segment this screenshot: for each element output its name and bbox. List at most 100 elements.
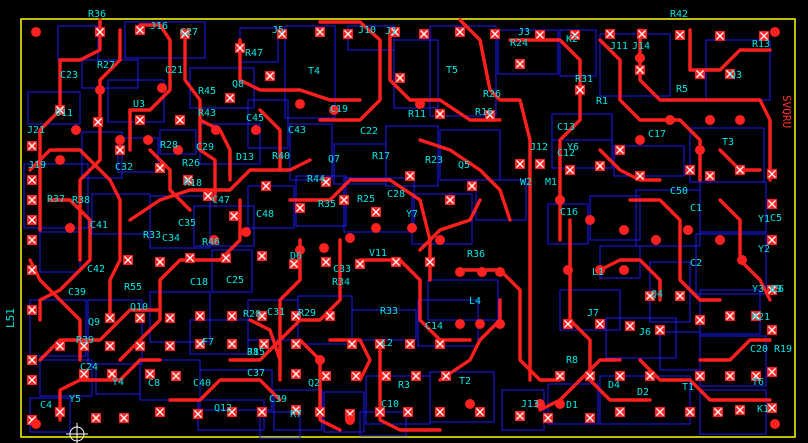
smd-pad[interactable] xyxy=(165,341,175,351)
smd-pad[interactable] xyxy=(27,235,37,245)
smd-pad[interactable] xyxy=(229,211,239,221)
via-pad[interactable] xyxy=(705,115,715,125)
via-pad[interactable] xyxy=(715,235,725,245)
via-pad[interactable] xyxy=(211,125,221,135)
smd-pad[interactable] xyxy=(95,27,105,37)
smd-pad[interactable] xyxy=(27,215,37,225)
smd-pad[interactable] xyxy=(195,339,205,349)
via-pad[interactable] xyxy=(619,225,629,235)
smd-pad[interactable] xyxy=(375,407,385,417)
smd-pad[interactable] xyxy=(725,371,735,381)
smd-pad[interactable] xyxy=(165,313,175,323)
smd-pad[interactable] xyxy=(403,407,413,417)
smd-pad[interactable] xyxy=(535,159,545,169)
smd-pad[interactable] xyxy=(595,319,605,329)
smd-pad[interactable] xyxy=(725,69,735,79)
smd-pad[interactable] xyxy=(695,371,705,381)
via-pad[interactable] xyxy=(407,223,417,233)
smd-pad[interactable] xyxy=(515,411,525,421)
via-pad[interactable] xyxy=(435,235,445,245)
smd-pad[interactable] xyxy=(291,369,301,379)
via-pad[interactable] xyxy=(241,227,251,237)
smd-pad[interactable] xyxy=(655,325,665,335)
via-pad[interactable] xyxy=(95,85,105,95)
smd-pad[interactable] xyxy=(675,30,685,40)
smd-pad[interactable] xyxy=(225,93,235,103)
smd-pad[interactable] xyxy=(155,163,165,173)
smd-pad[interactable] xyxy=(475,407,485,417)
via-pad[interactable] xyxy=(563,265,573,275)
via-pad[interactable] xyxy=(735,115,745,125)
smd-pad[interactable] xyxy=(145,369,155,379)
smd-pad[interactable] xyxy=(645,291,655,301)
via-pad[interactable] xyxy=(585,215,595,225)
via-pad[interactable] xyxy=(555,195,565,205)
smd-pad[interactable] xyxy=(135,341,145,351)
smd-pad[interactable] xyxy=(291,311,301,321)
via-pad[interactable] xyxy=(737,255,747,265)
smd-pad[interactable] xyxy=(203,191,213,201)
smd-pad[interactable] xyxy=(535,30,545,40)
via-pad[interactable] xyxy=(295,99,305,109)
smd-pad[interactable] xyxy=(390,27,400,37)
smd-pad[interactable] xyxy=(515,59,525,69)
via-pad[interactable] xyxy=(455,319,465,329)
smd-pad[interactable] xyxy=(635,65,645,75)
smd-pad[interactable] xyxy=(135,313,145,323)
smd-pad[interactable] xyxy=(555,371,565,381)
smd-pad[interactable] xyxy=(381,371,391,381)
smd-pad[interactable] xyxy=(751,311,761,321)
smd-pad[interactable] xyxy=(685,165,695,175)
smd-pad[interactable] xyxy=(645,371,655,381)
smd-pad[interactable] xyxy=(291,339,301,349)
smd-pad[interactable] xyxy=(615,145,625,155)
via-pad[interactable] xyxy=(651,235,661,245)
via-pad[interactable] xyxy=(315,355,325,365)
via-pad[interactable] xyxy=(635,135,645,145)
smd-pad[interactable] xyxy=(435,109,445,119)
smd-pad[interactable] xyxy=(55,341,65,351)
via-pad[interactable] xyxy=(495,319,505,329)
smd-pad[interactable] xyxy=(171,371,181,381)
smd-pad[interactable] xyxy=(467,181,477,191)
smd-pad[interactable] xyxy=(257,251,267,261)
via-pad[interactable] xyxy=(619,265,629,275)
smd-pad[interactable] xyxy=(435,339,445,349)
via-pad[interactable] xyxy=(635,53,645,63)
smd-pad[interactable] xyxy=(735,405,745,415)
via-pad[interactable] xyxy=(295,245,305,255)
smd-pad[interactable] xyxy=(625,321,635,331)
smd-pad[interactable] xyxy=(605,29,615,39)
via-pad[interactable] xyxy=(115,135,125,145)
via-pad[interactable] xyxy=(345,233,355,243)
smd-pad[interactable] xyxy=(105,313,115,323)
smd-pad[interactable] xyxy=(55,407,65,417)
via-pad[interactable] xyxy=(209,235,219,245)
smd-pad[interactable] xyxy=(351,371,361,381)
smd-pad[interactable] xyxy=(515,159,525,169)
via-pad[interactable] xyxy=(495,267,505,277)
smd-pad[interactable] xyxy=(595,161,605,171)
smd-pad[interactable] xyxy=(767,367,777,377)
smd-pad[interactable] xyxy=(339,195,349,205)
smd-pad[interactable] xyxy=(123,255,133,265)
smd-pad[interactable] xyxy=(277,29,287,39)
smd-pad[interactable] xyxy=(321,257,331,267)
smd-pad[interactable] xyxy=(615,407,625,417)
smd-pad[interactable] xyxy=(355,259,365,269)
smd-pad[interactable] xyxy=(261,181,271,191)
smd-pad[interactable] xyxy=(155,257,165,267)
via-pad[interactable] xyxy=(31,27,41,37)
smd-pad[interactable] xyxy=(79,369,89,379)
smd-pad[interactable] xyxy=(490,29,500,39)
smd-pad[interactable] xyxy=(155,407,165,417)
smd-pad[interactable] xyxy=(565,165,575,175)
smd-pad[interactable] xyxy=(115,145,125,155)
smd-pad[interactable] xyxy=(257,311,267,321)
smd-pad[interactable] xyxy=(695,315,705,325)
smd-pad[interactable] xyxy=(563,319,573,329)
smd-pad[interactable] xyxy=(343,29,353,39)
via-pad[interactable] xyxy=(695,145,705,155)
smd-pad[interactable] xyxy=(655,407,665,417)
